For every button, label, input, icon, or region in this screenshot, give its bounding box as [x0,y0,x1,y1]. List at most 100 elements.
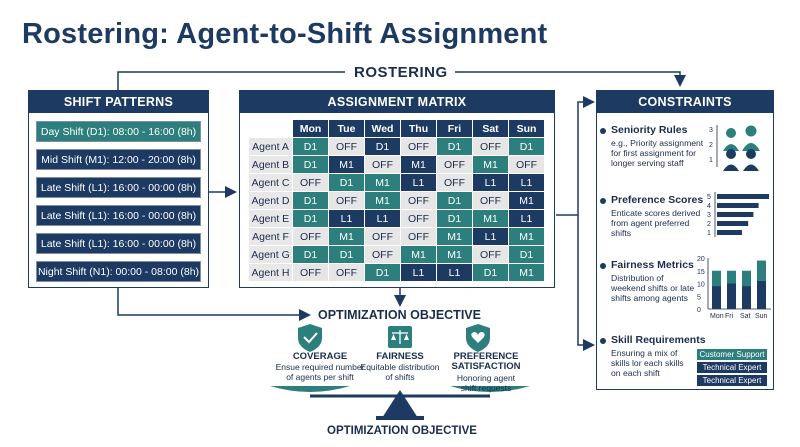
fairness-bar-upper [757,260,766,281]
preference-tick: 1 [707,230,711,237]
fairness-bar-lower [712,286,721,309]
agent-label: Agent B [248,155,293,174]
matrix-corner [248,119,293,138]
fairness-category-label: Mon [710,313,724,320]
assignment-cell: OFF [436,155,473,174]
assignment-cell: D1 [364,263,401,282]
shift-pattern-item: Late Shift (L1): 16:00 - 00:00 (8h) [36,233,201,254]
assignment-cell: D1 [292,137,329,156]
assignment-cell: L1 [400,263,437,282]
assignment-cell: D1 [508,245,545,264]
fairness-category-label: Fri [725,313,734,320]
objective-fairness-head: FAIRNESS [376,351,424,362]
preference-bar [717,221,749,226]
assignment-cell: M1 [436,227,473,246]
shield-check-icon [298,324,322,352]
assignment-cell: D1 [436,209,473,228]
balance-icon [388,326,412,348]
objective-bottom-title: OPTIMIZATION OBJECTIVE [327,425,477,437]
day-header: Tue [328,119,365,138]
skills-desc: Ensuring a mix of skills lor each skills… [611,348,684,378]
fairness-bar-upper [727,270,736,284]
assignment-cell: L1 [472,173,509,192]
fairness-bar-lower [757,280,766,309]
skill-tag-technical-expert: Technical Expert [697,362,767,373]
assignment-cell: L1 [508,209,545,228]
skills-title: Skill Requirements [611,334,706,346]
preference-tick: 3 [707,212,711,219]
assignment-cell: D1 [436,191,473,210]
preference-desc: Enticate scores derived from agent prefe… [611,208,701,238]
objective-fairness-desc: Equitable distribution of shifts [360,362,440,382]
preference-tick: 5 [707,194,711,201]
assignment-cell: M1 [400,155,437,174]
fairness-bar-lower [742,286,751,309]
objective-coverage-desc: Ensue required number of agents per shif… [275,362,365,382]
assignment-cell: M1 [472,155,509,174]
assignment-cell: OFF [400,209,437,228]
day-header: Sat [472,119,509,138]
day-header: Thu [400,119,437,138]
shift-pattern-item: Night Shift (N1): 00:00 - 08:00 (8h) [36,261,201,282]
assignment-cell: L1 [400,173,437,192]
page-title: Rostering: Agent-to-Shift Assignment [22,18,548,50]
assignment-cell: L1 [436,263,473,282]
assignment-cell: M1 [508,227,545,246]
assignment-cell: D1 [292,245,329,264]
fairness-tick: 0 [697,307,701,314]
assignment-cell: D1 [472,263,509,282]
seniority-desc: e.g., Priority assignment for first assi… [611,138,704,168]
assignment-cell: OFF [328,263,365,282]
seniority-title: Seniority Rules [611,124,688,136]
bullet-icon [600,128,606,134]
assignment-matrix-heading: ASSIGNMENT MATRIX [240,91,554,113]
assignment-cell: M1 [328,155,365,174]
assignment-cell: OFF [472,191,509,210]
day-header: Sun [508,119,545,138]
rostering-label: ROSTERING [350,64,452,81]
objective-coverage-head: COVERAGE [292,351,348,362]
assignment-cell: D1 [328,173,365,192]
assignment-cell: OFF [400,191,437,210]
assignment-cell: L1 [328,209,365,228]
assignment-cell: OFF [472,137,509,156]
seniority-people-icon: 3 2 1 [709,125,760,171]
day-header: Wed [364,119,401,138]
assignment-cell: M1 [364,173,401,192]
assignment-cell: D1 [508,137,545,156]
seniority-tick: 1 [709,157,713,164]
fairness-tick: 5 [697,294,701,301]
balance-scale-illustration [270,324,530,420]
assignment-cell: OFF [436,173,473,192]
fairness-category-label: Sun [755,313,768,320]
assignment-cell: D1 [292,209,329,228]
agent-label: Agent F [248,227,293,246]
agent-label: Agent D [248,191,293,210]
assignment-cell: L1 [364,209,401,228]
preference-bar [717,230,742,235]
assignment-cell: OFF [364,227,401,246]
assignment-cell: OFF [292,227,329,246]
agent-label: Agent E [248,209,293,228]
fairness-bar-upper [712,270,721,287]
seniority-tick: 3 [709,127,713,134]
assignment-cell: D1 [292,191,329,210]
assignment-cell: L1 [508,173,545,192]
constraints-panel: CONSTRAINTS Seniority Rules e.g., Priori… [596,90,774,390]
assignment-cell: OFF [292,173,329,192]
assignment-cell: OFF [364,155,401,174]
shift-pattern-item: Mid Shift (M1): 12:00 - 20:00 (8h) [36,149,201,170]
assignment-cell: M1 [472,209,509,228]
shift-pattern-item: Late Shift (L1): 16:00 - 00:00 (8h) [36,177,201,198]
agent-label: Agent H [248,263,293,282]
bullet-icon [600,263,606,269]
preference-tick: 2 [707,221,711,228]
fairness-title: Fairness Metrics [611,259,694,271]
fairness-tick: 15 [697,269,705,276]
assignment-cell: OFF [400,227,437,246]
